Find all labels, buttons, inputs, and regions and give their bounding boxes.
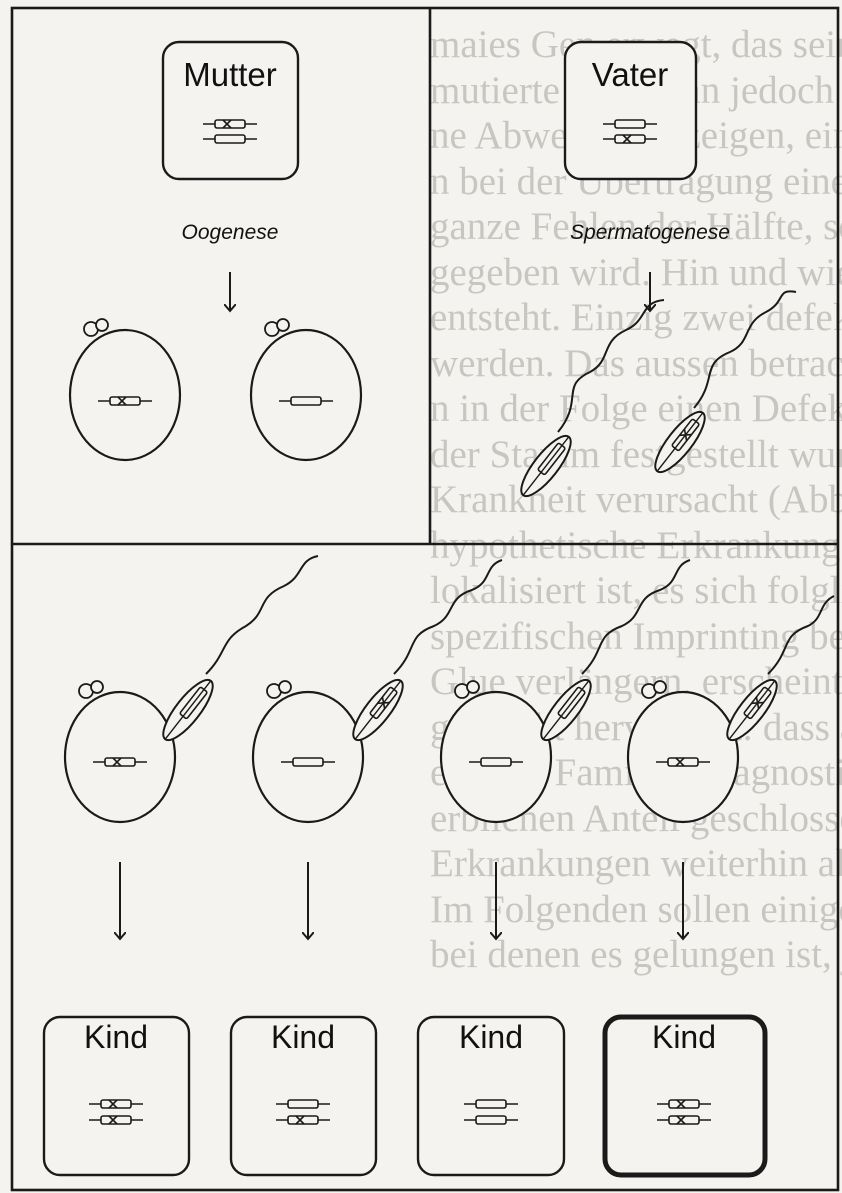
child-arrows — [120, 862, 683, 938]
zygote-4 — [628, 596, 834, 822]
child-1: Kind — [44, 1017, 189, 1175]
sperm-cell-imprinted — [648, 291, 796, 478]
spermatogenesis-label: Spermatogenese — [570, 221, 730, 244]
child-1-label: Kind — [84, 1019, 148, 1055]
outer-border — [12, 8, 838, 1190]
child-4-label: Kind — [652, 1019, 716, 1055]
child-2-label: Kind — [271, 1019, 335, 1055]
child-2: Kind — [231, 1017, 376, 1175]
child-4-highlighted: Kind — [605, 1017, 765, 1175]
oogenesis-label: Oogenese — [182, 221, 279, 244]
father-panel: Vater Spermatogenese — [565, 42, 730, 310]
child-3-label: Kind — [459, 1019, 523, 1055]
sperm-cell-normal — [514, 300, 664, 503]
child-3: Kind — [418, 1017, 564, 1175]
mother-panel: Mutter Oogenese — [163, 42, 298, 310]
diagram-frame — [12, 8, 838, 1190]
mother-label: Mutter — [183, 56, 277, 93]
father-label: Vater — [592, 56, 668, 93]
egg-cell-normal — [251, 319, 361, 460]
egg-cell-imprinted — [70, 319, 180, 460]
